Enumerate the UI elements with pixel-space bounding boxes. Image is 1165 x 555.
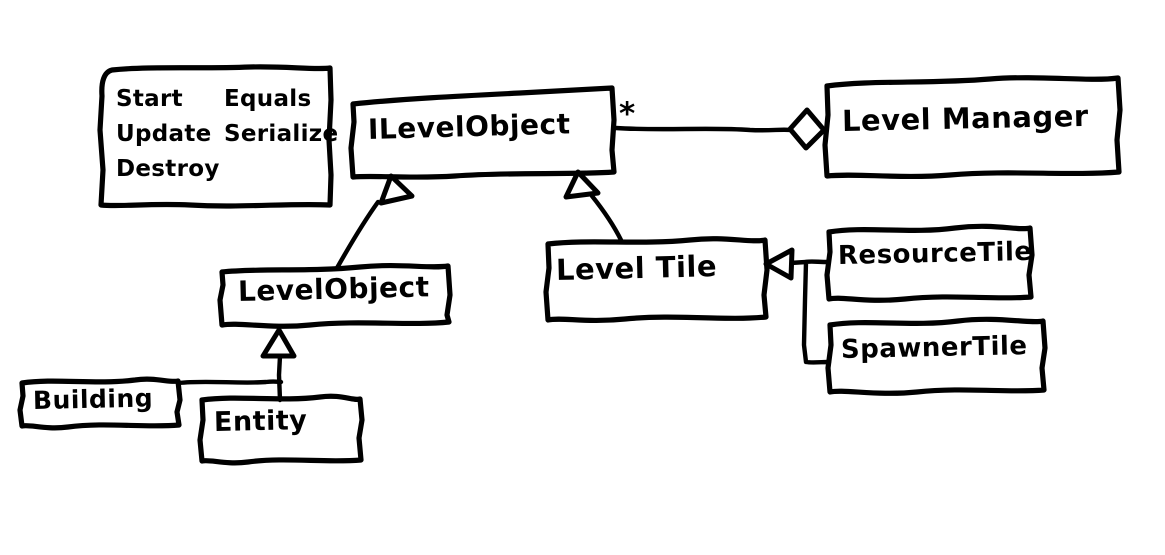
resourcetile-box-outline[interactable] [824,223,1035,303]
inheritance-line-leveltile [589,193,624,243]
levelmanager-box-outline[interactable] [822,75,1123,180]
aggregation-diamond-icon [787,107,827,151]
inheritance-arrow-leveltile-icon [563,169,601,200]
multiplicity-star: * [619,96,636,132]
leveltile-box-outline[interactable] [543,236,770,323]
method-update: Update [116,120,212,147]
method-start: Start [116,86,183,112]
method-equals: Equals [224,86,312,112]
inheritance-arrow-levelobject-children-icon [260,327,297,359]
method-serialize: Serialize [224,120,339,147]
entity-box-outline[interactable] [197,393,365,466]
inheritance-line-entity-vertical [276,353,283,403]
method-destroy: Destroy [116,155,220,182]
building-box-outline[interactable] [17,376,183,431]
methods-column-right: Equals Serialize [224,82,338,152]
inheritance-line-tiles-bus [801,259,832,365]
spawnertile-box-outline[interactable] [825,316,1048,396]
ilevelobject-box-outline[interactable] [348,85,617,180]
inheritance-arrow-leveltile-children-icon [763,247,795,281]
inheritance-arrow-levelobject-icon [378,173,415,206]
inheritance-line-building-horizontal [176,379,284,386]
aggregation-line [613,125,793,133]
methods-box-outline[interactable] [97,64,334,209]
levelobject-box-outline[interactable] [217,262,453,329]
inheritance-line-levelobject [334,199,381,271]
methods-column-left: Start Update Destroy [116,82,220,187]
